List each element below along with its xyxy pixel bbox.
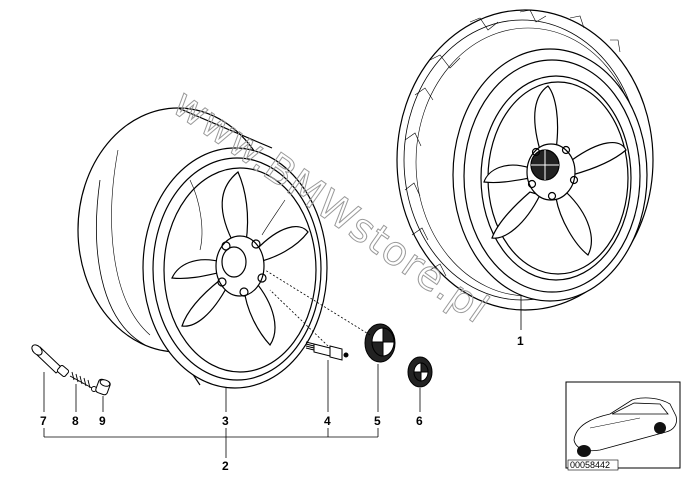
front-wheel-marker: [577, 445, 591, 457]
hub-cap-illustration[interactable]: [364, 323, 396, 363]
callout-2[interactable]: 2: [222, 459, 229, 473]
callout-5[interactable]: 5: [374, 414, 381, 428]
callout-4[interactable]: 4: [324, 414, 331, 428]
valve-illustration[interactable]: [30, 343, 70, 377]
complete-wheel-illustration[interactable]: [396, 9, 654, 311]
callout-7[interactable]: 7: [40, 414, 47, 428]
wheel-bolt-illustration[interactable]: [305, 341, 349, 361]
light-alloy-rim-illustration[interactable]: [77, 107, 328, 389]
callout-9[interactable]: 9: [99, 414, 106, 428]
leader-lines: [43, 269, 522, 458]
callout-6[interactable]: 6: [416, 414, 423, 428]
car-outline-icon: [573, 397, 677, 452]
emblem-illustration[interactable]: [407, 356, 433, 388]
rear-wheel-marker: [654, 422, 666, 434]
reference-code-box: [567, 459, 619, 471]
callout-3[interactable]: 3: [222, 414, 229, 428]
callout-1[interactable]: 1: [517, 334, 524, 348]
reference-code: 00058442: [570, 460, 610, 470]
vehicle-locator-thumbnail[interactable]: 00058442: [565, 381, 681, 471]
valve-cap-illustration[interactable]: [95, 378, 111, 396]
valve-insert-illustration[interactable]: [69, 371, 97, 392]
callout-8[interactable]: 8: [72, 414, 79, 428]
